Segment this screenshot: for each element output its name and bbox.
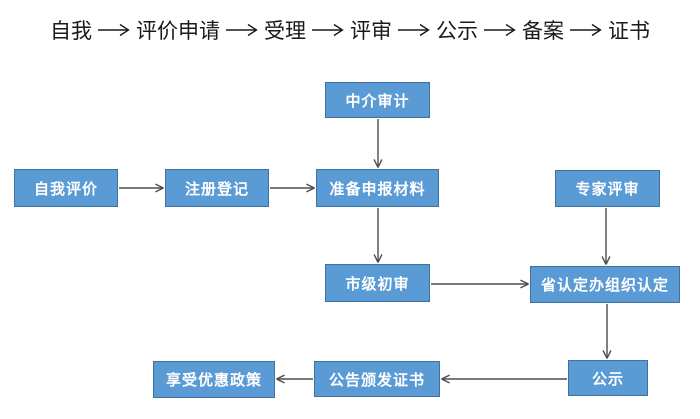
header-step: 公示	[436, 19, 478, 43]
flow-node-self-evaluation: 自我评价	[14, 169, 118, 207]
header-step: 评审	[350, 19, 392, 43]
flow-node-intermediary-audit: 中介审计	[325, 82, 430, 118]
header-step: 受理	[264, 19, 306, 43]
header-step: 评价申请	[136, 19, 220, 43]
long-right-arrow-icon	[398, 23, 430, 37]
long-right-arrow-icon	[226, 23, 258, 37]
flow-node-registration: 注册登记	[165, 169, 269, 207]
flow-node-enjoy-preferential-policy: 享受优惠政策	[153, 361, 275, 398]
header-step: 自我	[50, 19, 92, 43]
flow-node-publicity: 公示	[568, 360, 648, 396]
long-right-arrow-icon	[484, 23, 516, 37]
long-right-arrow-icon	[98, 23, 130, 37]
process-step-bar: 自我 评价申请 受理 评审 公示 备案 证书	[0, 16, 700, 44]
long-right-arrow-icon	[312, 23, 344, 37]
flow-node-provincial-confirmation: 省认定办组织认定	[530, 266, 680, 303]
long-right-arrow-icon	[570, 23, 602, 37]
flow-node-expert-review: 专家评审	[555, 170, 660, 207]
header-step: 证书	[608, 19, 650, 43]
flow-node-prepare-materials: 准备申报材料	[316, 169, 439, 207]
flow-node-announce-certificate: 公告颁发证书	[314, 361, 440, 397]
flow-node-city-initial-review: 市级初审	[325, 264, 430, 302]
header-step: 备案	[522, 19, 564, 43]
